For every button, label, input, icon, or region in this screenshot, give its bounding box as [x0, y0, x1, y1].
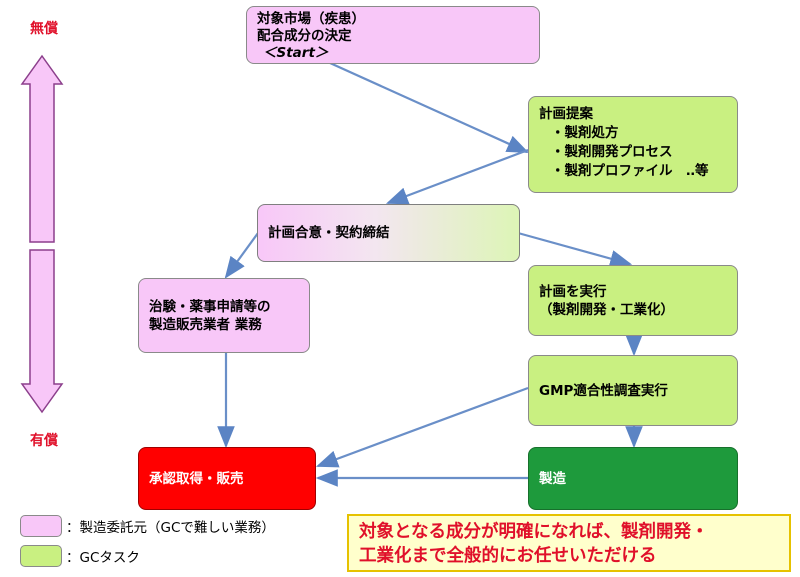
- manufacturing-line-1: 製造: [539, 470, 566, 487]
- note-line-1: 対象となる成分が明確になれば、製剤開発・: [359, 522, 709, 542]
- legend-swatch-green: [20, 545, 62, 567]
- note-box: 対象となる成分が明確になれば、製剤開発・ 工業化まで全般的にお任せいただける: [347, 514, 791, 572]
- legend-swatch-pink: [20, 515, 62, 537]
- manufacturing-node: 製造: [528, 447, 738, 510]
- down-arrow-icon: [20, 249, 64, 414]
- legend-label-green: ：GCタスク: [66, 550, 140, 566]
- execute-node: 計画を実行 （製剤開発・工業化）: [528, 265, 738, 336]
- execute-line-2: （製剤開発・工業化）: [539, 301, 674, 318]
- approval-node: 承認取得・販売: [138, 447, 316, 510]
- paid-label: 有償: [30, 433, 58, 449]
- proposal-line-2: ・製剤処方: [551, 125, 619, 141]
- proposal-line-1: 計画提案: [539, 106, 593, 122]
- arrow-agreement-to-clinical: [224, 232, 259, 279]
- proposal-node: 計画提案 ・製剤処方 ・製剤開発プロセス ・製剤プロファイル ‥等: [528, 96, 738, 193]
- proposal-line-3: ・製剤開発プロセス: [551, 144, 673, 160]
- gmp-node: GMP適合性調査実行: [528, 355, 738, 426]
- approval-line-1: 承認取得・販売: [149, 470, 244, 487]
- arrow-start-to-proposal: [329, 61, 530, 154]
- clinical-line-1: 治験・薬事申請等の: [149, 298, 271, 315]
- gmp-line-1: GMP適合性調査実行: [539, 382, 668, 399]
- agreement-node: 計画合意・契約締結: [257, 204, 520, 262]
- cost-scale-arrow: [20, 54, 64, 414]
- agreement-line-1: 計画合意・契約締結: [268, 225, 390, 241]
- note-line-2: 工業化まで全般的にお任せいただける: [359, 546, 657, 566]
- free-label: 無償: [30, 21, 58, 37]
- proposal-line-4: ・製剤プロファイル ‥等: [551, 163, 709, 179]
- clinical-line-2: 製造販売業者 業務: [149, 316, 262, 333]
- start-line-1: 対象市場（疾患）: [257, 11, 365, 27]
- legend-label-pink: ：製造委託元（GCで難しい業務）: [66, 520, 275, 536]
- start-node: 対象市場（疾患） 配合成分の決定 ＜Start＞: [246, 6, 540, 64]
- start-line-2: 配合成分の決定: [257, 28, 352, 44]
- clinical-node: 治験・薬事申請等の 製造販売業者 業務: [138, 278, 310, 353]
- up-arrow-icon: [20, 54, 64, 243]
- arrow-gmp-to-approval: [315, 386, 529, 468]
- execute-line-1: 計画を実行: [539, 283, 607, 300]
- start-line-3: ＜Start＞: [263, 45, 329, 61]
- arrow-proposal-to-agreement: [385, 148, 529, 205]
- arrow-agreement-to-execute: [517, 231, 633, 268]
